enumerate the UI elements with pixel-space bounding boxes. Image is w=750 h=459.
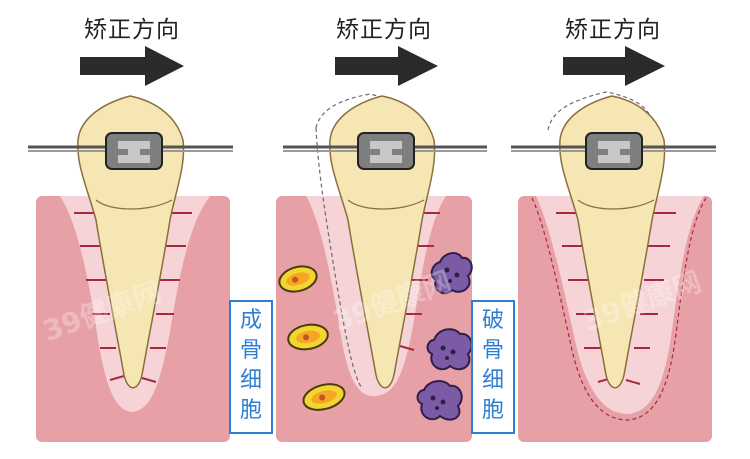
previous-tooth-outline-3 [547, 91, 651, 131]
osteoblast-label-char-3: 细 [239, 368, 262, 393]
osteoblast-label: 成 骨 细 胞 [229, 300, 273, 434]
panel-1 [28, 46, 233, 442]
previous-tooth-outline-2 [315, 93, 403, 389]
heading-panel-2: 矫正方向 [336, 17, 432, 43]
osteoblast-label-char-1: 成 [239, 308, 262, 333]
osteoclast-label-char-2: 骨 [481, 338, 504, 363]
osteoclast-label: 破 骨 细 胞 [471, 300, 515, 434]
fibers-3 [556, 212, 676, 385]
osteoblast-cells [278, 265, 346, 411]
osteoblast-label-char-2: 骨 [239, 338, 262, 363]
osteoclast-label-char-4: 胞 [481, 398, 504, 423]
direction-arrow-1 [80, 46, 184, 86]
heading-panel-3: 矫正方向 [565, 17, 661, 43]
panel-2 [276, 46, 487, 442]
direction-arrow-2 [335, 46, 438, 86]
panel-3 [511, 46, 716, 442]
previous-socket-outline-3 [531, 197, 707, 421]
heading-panel-1: 矫正方向 [84, 17, 180, 43]
osteoclast-label-char-3: 细 [481, 368, 504, 393]
direction-arrow-3 [563, 46, 665, 86]
fibers-1 [74, 212, 192, 383]
osteoblast-label-char-4: 胞 [239, 398, 262, 423]
osteoclast-cells [416, 252, 473, 421]
osteoclast-label-char-1: 破 [481, 308, 504, 333]
